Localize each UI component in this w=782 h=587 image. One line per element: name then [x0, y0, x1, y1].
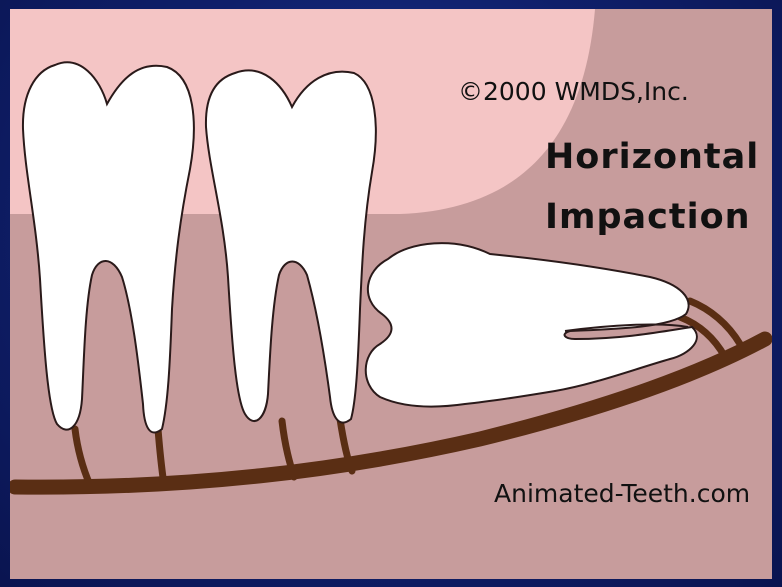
title-line-1: Horizontal [545, 137, 759, 177]
illustration-panel: ©2000 WMDS,Inc. Horizontal Impaction Ani… [10, 9, 772, 579]
copyright-notice: ©2000 WMDS,Inc. [458, 77, 689, 106]
molar-2 [206, 70, 376, 422]
molar-1 [23, 62, 194, 432]
title-line-2: Impaction [545, 197, 751, 237]
site-credit: Animated-Teeth.com [494, 479, 750, 508]
